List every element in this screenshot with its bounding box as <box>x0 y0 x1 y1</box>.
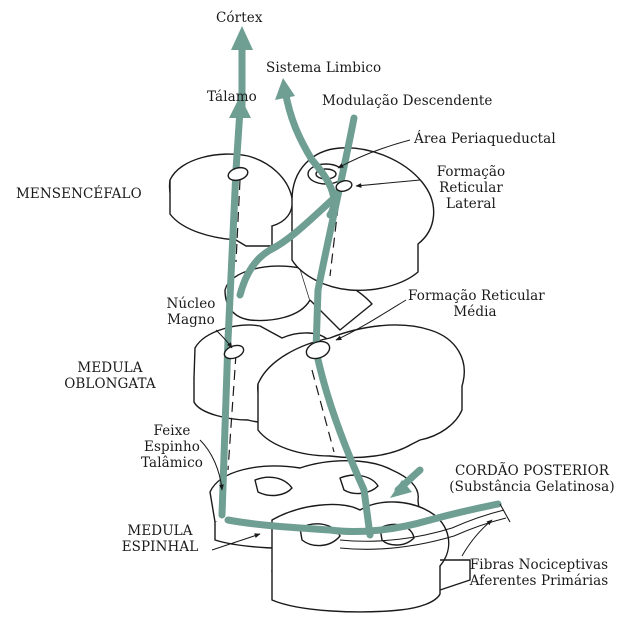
label-cordao-posterior: CORDÃO POSTERIOR (Substância Gelatinosa) <box>432 463 632 495</box>
label-formacao-lateral: Formação Reticular Lateral <box>432 164 510 212</box>
label-cordao-line2: (Substância Gelatinosa) <box>432 479 632 495</box>
label-feixe-line2: Espinho <box>130 439 214 455</box>
label-formacao-lateral-line1: Formação <box>432 164 510 180</box>
label-mesencefalo: MENSENCÉFALO <box>16 186 142 202</box>
leader-fibras <box>462 520 492 556</box>
label-sistema-limbico: Sistema Limbico <box>266 60 381 76</box>
label-formacao-lateral-line2: Reticular <box>432 180 510 196</box>
label-medula-oblongata-line2: OBLONGATA <box>60 376 160 392</box>
label-formacao-media: Formação Reticular Média <box>408 288 542 320</box>
label-medula-espinhal-line1: MEDULA <box>110 523 210 539</box>
label-feixe-espinho-talamico: Feixe Espinho Talâmico <box>130 423 214 471</box>
label-formacao-lateral-line3: Lateral <box>432 196 510 212</box>
limbic-arrowhead <box>275 78 295 100</box>
label-fibras-line1: Fibras Nociceptivas <box>454 557 624 573</box>
label-feixe-line1: Feixe <box>130 423 214 439</box>
label-medula-espinhal: MEDULA ESPINHAL <box>110 523 210 555</box>
label-nucleo-magno-line1: Núcleo <box>162 296 220 312</box>
label-formacao-media-line1: Formação Reticular <box>408 288 542 304</box>
label-fibras-nociceptivas: Fibras Nociceptivas Aferentes Primárias <box>454 557 624 589</box>
label-medula-espinhal-line2: ESPINHAL <box>110 539 210 555</box>
label-nucleo-magno-line2: Magno <box>162 312 220 328</box>
label-medula-oblongata-line1: MEDULA <box>60 360 160 376</box>
label-medula-oblongata: MEDULA OBLONGATA <box>60 360 160 392</box>
label-area-periaqueductal: Área Periaqueductal <box>414 131 556 147</box>
label-feixe-line3: Talâmico <box>130 455 214 471</box>
label-nucleo-magno: Núcleo Magno <box>162 296 220 328</box>
label-formacao-media-line2: Média <box>408 304 542 320</box>
label-fibras-line2: Aferentes Primárias <box>454 573 624 589</box>
label-modulacao-descendente: Modulação Descendente <box>322 93 493 109</box>
label-cortex: Córtex <box>216 10 263 26</box>
label-talamo: Tálamo <box>207 89 257 105</box>
cortex-arrowhead <box>231 26 253 50</box>
label-cordao-line1: CORDÃO POSTERIOR <box>432 463 632 479</box>
